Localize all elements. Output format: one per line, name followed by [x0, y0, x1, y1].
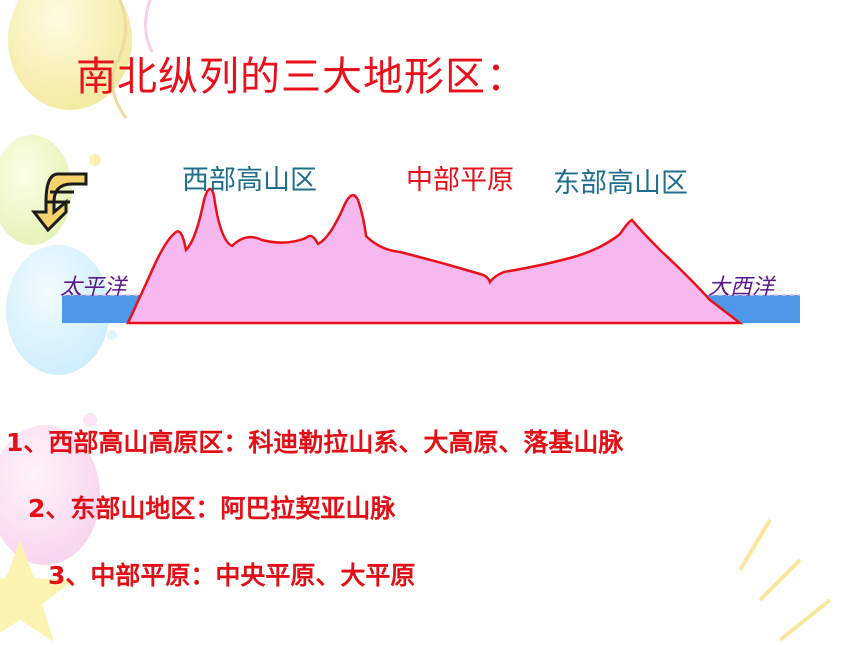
- list-text: 、西部高山高原区：科迪勒拉山系、大高原、落基山脉: [23, 428, 624, 457]
- pacific-ocean-label: 太平洋: [60, 275, 127, 300]
- list-item: 3、中部平原：中央平原、大平原: [48, 556, 415, 592]
- sunburst-decoration: [738, 518, 832, 642]
- list-text: 、东部山地区：阿巴拉契亚山脉: [45, 494, 396, 523]
- atlantic-ocean-label: 大西洋: [708, 275, 775, 300]
- star-shape: [0, 540, 74, 642]
- balloon-blue: [6, 245, 110, 375]
- balloon-yellow: [8, 0, 132, 110]
- central-plain-label: 中部平原: [406, 165, 514, 196]
- list-number: 1: [6, 428, 24, 457]
- list-text: 、中部平原：中央平原、大平原: [65, 561, 416, 590]
- list-item: 2、东部山地区：阿巴拉契亚山脉: [28, 489, 395, 525]
- balloon-string: [111, 0, 128, 119]
- balloon-string: [144, 0, 154, 53]
- list-number: 3: [48, 561, 66, 590]
- balloon-pink: [0, 425, 100, 565]
- back-arrow-icon[interactable]: [30, 162, 90, 242]
- land-profile: [126, 187, 744, 325]
- west-mountain-label: 西部高山区: [182, 165, 317, 196]
- list-item: 1、西部高山高原区：科迪勒拉山系、大高原、落基山脉: [6, 423, 623, 459]
- list-number: 2: [28, 494, 46, 523]
- page-title: 南北纵列的三大地形区：: [76, 54, 527, 100]
- east-mountain-label: 东部高山区: [553, 168, 688, 199]
